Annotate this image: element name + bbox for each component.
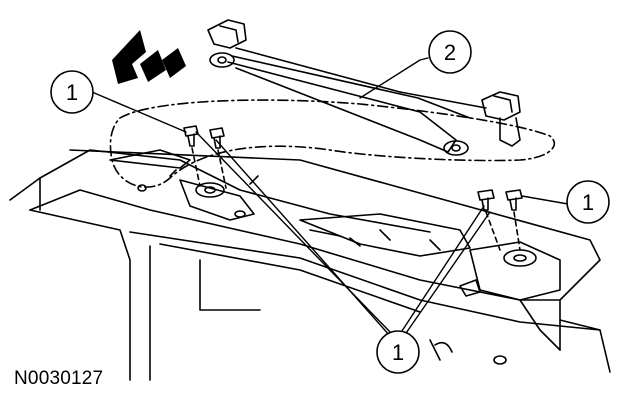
screws-right	[477, 189, 523, 251]
callout-number: 1	[66, 80, 78, 105]
callout-wiper-linkage: 2	[428, 30, 472, 74]
leader-lines	[91, 57, 569, 337]
callout-screws-bottom: 1	[376, 330, 420, 374]
screw-icon	[209, 127, 225, 149]
callout-number: 1	[392, 340, 404, 365]
screw-icon	[505, 189, 523, 211]
screw-icon	[183, 125, 199, 147]
direction-arrow-icon	[112, 30, 186, 84]
callout-screws-right: 1	[566, 180, 610, 224]
cowl-outline	[109, 99, 556, 188]
screw-icon	[477, 189, 495, 211]
cowl-panel	[9, 149, 611, 381]
figure-id-label: N0030127	[14, 368, 104, 389]
callout-number: 2	[444, 40, 456, 65]
callout-number: 1	[582, 190, 594, 215]
wiper-linkage-assembly	[207, 19, 521, 156]
callout-screws-left: 1	[50, 70, 94, 114]
